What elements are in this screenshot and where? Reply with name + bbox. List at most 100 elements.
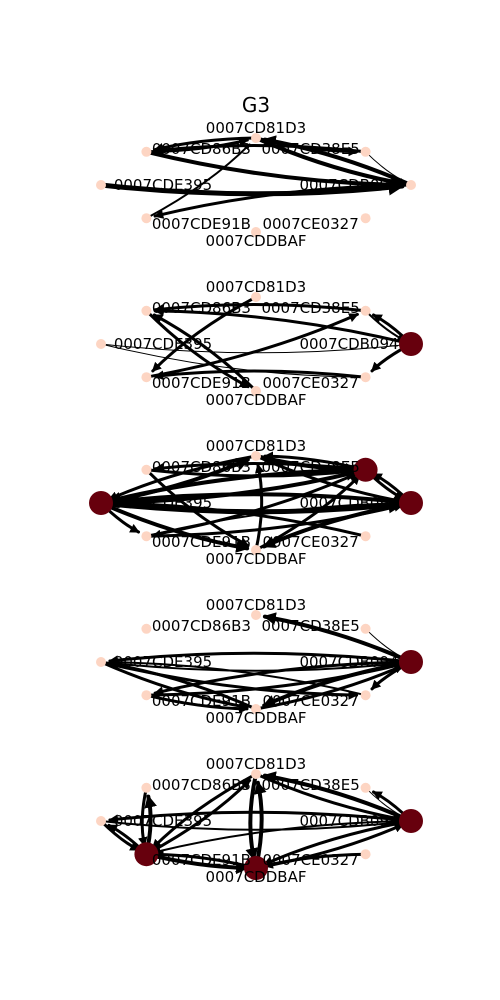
- graph-edge: [154, 820, 412, 854]
- node-label: 0007CDE395: [114, 335, 212, 353]
- node: [360, 213, 371, 224]
- graph-edge: [144, 137, 249, 154]
- graph-edge: [107, 467, 368, 505]
- node-label: 0007CE0327: [262, 374, 358, 392]
- graph-edge: [145, 143, 251, 220]
- node: [141, 531, 152, 542]
- node-label: 0007CDB094: [299, 812, 398, 830]
- node: [96, 816, 106, 826]
- node-label: 0007CD38E5: [261, 617, 359, 635]
- node-label: 0007CD86B3: [152, 299, 251, 317]
- graph-edge: [144, 778, 252, 856]
- node-label: 0007CD86B3: [152, 617, 251, 635]
- graph-edge: [144, 312, 359, 379]
- node: [360, 305, 371, 316]
- node-label: 0007CDE395: [114, 494, 212, 512]
- node-label: 0007CD81D3: [206, 755, 306, 773]
- node-label: 0007CDE91B: [152, 374, 251, 392]
- node: [360, 849, 371, 860]
- node-label: 0007CDE91B: [152, 692, 251, 710]
- node-label: 0007CDDBAF: [206, 868, 307, 886]
- node-label: 0007CD38E5: [261, 776, 359, 794]
- node: [141, 782, 152, 793]
- graph-edge: [108, 498, 368, 538]
- node: [360, 782, 371, 793]
- node-highlighted: [399, 332, 423, 356]
- node-label: 0007CE0327: [262, 215, 358, 233]
- node-label: 0007CDE395: [114, 653, 212, 671]
- node: [251, 610, 261, 620]
- node-label: 0007CD38E5: [261, 140, 359, 158]
- node: [141, 372, 152, 383]
- node-label: 0007CDB094: [299, 176, 398, 194]
- node-highlighted: [134, 842, 159, 867]
- node-label: 0007CD38E5: [261, 299, 359, 317]
- node: [360, 146, 371, 157]
- graph-edge: [98, 179, 405, 197]
- node: [251, 227, 261, 237]
- graph-edge: [144, 468, 250, 548]
- graph-edge: [138, 786, 148, 847]
- node: [360, 623, 371, 634]
- node: [251, 133, 261, 143]
- node-label: 0007CDB094: [299, 653, 398, 671]
- graph-edge: [144, 502, 404, 538]
- graph-edge: [153, 660, 413, 696]
- graph-edge: [153, 306, 413, 346]
- graph-edge: [262, 612, 413, 664]
- node: [360, 531, 371, 542]
- graph-edge: [262, 819, 413, 866]
- node: [360, 372, 371, 383]
- node-label: 0007CDDBAF: [206, 232, 307, 250]
- node: [96, 180, 106, 190]
- node-label: 0007CD81D3: [206, 119, 306, 137]
- graph-edge: [100, 660, 404, 672]
- node-highlighted: [399, 809, 423, 833]
- node: [251, 451, 261, 461]
- graph-edge: [254, 463, 265, 552]
- node-label: 0007CD86B3: [152, 140, 251, 158]
- graph-edge: [154, 502, 412, 536]
- graph-edge: [245, 772, 259, 862]
- graph-edge: [152, 313, 258, 393]
- node-label: 0007CD81D3: [206, 437, 306, 455]
- node-label: 0007CDE91B: [152, 851, 251, 869]
- graph-panel: 0007CD81D30007CD38E50007CDB0940007CE0327…: [96, 278, 423, 409]
- graph-edge: [144, 693, 249, 714]
- graph-edge: [107, 492, 413, 508]
- node-highlighted: [399, 650, 423, 674]
- node: [96, 657, 106, 667]
- graph-edge: [254, 664, 405, 711]
- graph-panel: 0007CD81D30007CD38E50007CDB0940007CE0327…: [96, 755, 423, 886]
- graph-edge: [144, 466, 359, 478]
- node: [141, 213, 152, 224]
- graph-edge: [108, 810, 413, 824]
- node-label: 0007CD81D3: [206, 278, 306, 296]
- node-label: 0007CDE395: [114, 176, 212, 194]
- node-label: 0007CE0327: [262, 533, 358, 551]
- node-label: 0007CDB094: [299, 494, 398, 512]
- node: [360, 690, 371, 701]
- node-label: 0007CDE395: [114, 812, 212, 830]
- graph-edge: [263, 852, 368, 869]
- node-label: 0007CDE91B: [152, 533, 251, 551]
- node: [96, 339, 106, 349]
- node-highlighted: [89, 491, 113, 515]
- node-label: 0007CDDBAF: [206, 709, 307, 727]
- node: [141, 464, 152, 475]
- node-label: 0007CDE91B: [152, 215, 251, 233]
- node-label: 0007CD86B3: [152, 458, 251, 476]
- graph-edge: [254, 136, 405, 188]
- graph-edge: [144, 149, 404, 192]
- graph-edge: [144, 471, 359, 538]
- node: [141, 146, 152, 157]
- node-label: 0007CDDBAF: [206, 550, 307, 568]
- node: [406, 180, 416, 190]
- graph-edge: [254, 772, 404, 823]
- graph-edge: [254, 474, 361, 552]
- graph-panel: 0007CD81D30007CD38E50007CDB0940007CE0327…: [96, 596, 423, 727]
- node-label: 0007CD81D3: [206, 596, 306, 614]
- graph-edge: [153, 143, 368, 155]
- graph-edge: [253, 780, 267, 870]
